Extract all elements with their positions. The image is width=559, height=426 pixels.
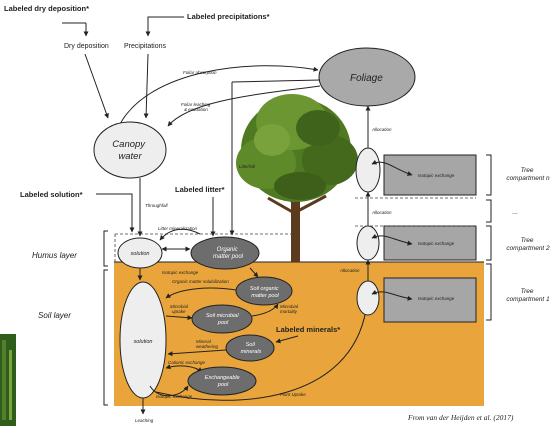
foliar-leaching-arrow: [167, 85, 321, 127]
isotopic-exchange-n-label: Isotopic exchange: [418, 173, 455, 178]
tree-compartment-n-bracket: [486, 154, 492, 196]
tree-compartment-2-label: Tree compartment 2: [506, 237, 550, 252]
leaching-label: Leaching: [135, 418, 154, 423]
tree-compartment-ellipsis: ...: [512, 209, 518, 216]
precipitations-input-label: Labeled precipitations*: [187, 12, 270, 21]
tree-compartment-dashed-link: [355, 197, 476, 227]
organic-matter-pool-label: Organic matter pool: [213, 247, 244, 260]
citation-text: From van der Heijden et al. (2017): [407, 413, 514, 422]
soil-minerals-label: Soil minerals: [241, 342, 262, 355]
microbial-mortality-label: Microbial mortality: [280, 304, 299, 314]
foliar-absorption-arrow: [119, 65, 319, 125]
microbial-mortality-arrow: [251, 303, 279, 317]
isotopic-exchange-1-label: Isotopic exchange: [418, 296, 455, 301]
labeled-minerals-label: Labeled minerals*: [276, 325, 340, 334]
isotopic-exchange-2-arrow: [371, 233, 413, 246]
allocation-label-bottom: Allocation: [339, 268, 360, 273]
plant-uptake-label: Plant Uptake: [280, 392, 306, 397]
exchangeable-pool-compartment: [187, 366, 257, 396]
allocation-label-top: Allocation: [371, 127, 392, 132]
mineral-weathering-arrow: [167, 349, 227, 357]
tree-compartment-ellipsis-bracket: [486, 199, 492, 223]
soil-minerals-compartment: [225, 334, 275, 362]
humus-layer-bracket: [103, 230, 108, 267]
precipitations-input-arrow: [145, 16, 184, 37]
foliar-leaching-label: Foliar leaching & exudation: [181, 102, 212, 112]
humus-solution-label: solution: [131, 251, 150, 257]
isotopic-exchange-1-arrow: [371, 289, 413, 301]
organic-matter-pool-compartment: [190, 236, 260, 270]
tree-illustration: [236, 94, 358, 262]
tree-compartment-1-bracket: [486, 263, 492, 321]
microbial-uptake-label: Microbial uptake: [170, 304, 189, 314]
soil-microbial-pool-label: Soil microbial pool: [206, 313, 240, 326]
exchangeable-loop-arrow: [149, 385, 189, 397]
tree-compartment-2-bracket: [486, 225, 492, 261]
exchangeable-pool-label: Exchangeable pool: [205, 375, 241, 388]
isotopic-exchange-n-arrow: [371, 159, 413, 176]
soil-solution-label: solution: [134, 339, 153, 345]
isotopic-exchange-humus-label: Isotopic exchange: [162, 270, 199, 275]
microbial-uptake-arrow: [165, 315, 193, 321]
foliage-litterfall-connector: [231, 79, 321, 83]
dry-deposition-to-canopy-arrow: [84, 53, 109, 119]
allocation-ellipse-1: [356, 280, 380, 316]
cationic-exchange-label: Cationic exchange: [168, 360, 206, 365]
isotopic-exchange-2-label: Isotopic exchange: [418, 241, 455, 246]
forest-photo-thumbnail: [0, 334, 16, 426]
allocation-ellipse-2: [356, 225, 380, 261]
labeled-solution-arrow: [96, 193, 135, 233]
organic-matter-solubilization-label: Organic matter solubilization: [172, 279, 229, 284]
precipitations-to-canopy-arrow: [143, 53, 149, 119]
labeled-minerals-arrow: [275, 335, 299, 344]
labeled-litter-label: Labeled litter*: [175, 185, 225, 194]
plant-uptake-arrow: [155, 309, 368, 401]
isotopic-exchange-soil-label: Isotopic exchange: [156, 394, 193, 399]
precipitations-text: Precipitations: [124, 43, 167, 50]
humus-layer-frame: [114, 233, 300, 262]
soil-organic-matter-pool-label: Soil organic matter pool: [250, 286, 280, 299]
foliage-label: Foliage: [350, 73, 383, 84]
tree-compartment-n-label: Tree compartment n: [506, 167, 550, 182]
tree-compartment-1-label: Tree compartment 1: [506, 288, 550, 303]
allocation-label-middle: Allocation: [371, 210, 392, 215]
organic-to-soil-organic-arrow: [249, 267, 259, 278]
allocation-ellipse-n: [355, 147, 381, 193]
canopy-water-label: Canopy water: [112, 139, 147, 162]
labeled-solution-label: Labeled solution*: [20, 190, 83, 199]
humus-layer-label: Humus layer: [32, 251, 77, 260]
mineral-weathering-label: Mineral weathering: [196, 339, 219, 349]
dry-deposition-text: Dry deposition: [64, 43, 109, 50]
soil-layer-bracket: [103, 269, 108, 406]
dry-deposition-input-label: Labeled dry deposition*: [4, 4, 89, 13]
throughfall-label: Throughfall: [145, 203, 169, 208]
litter-mineralization-arrow: [159, 228, 201, 241]
organic-matter-solubilization-arrow: [165, 287, 237, 299]
litterfall-label: Litterfall: [239, 164, 256, 169]
soil-microbial-pool-compartment: [191, 304, 253, 334]
litter-mineralization-label: Litter mineralization: [158, 226, 198, 231]
soil-organic-matter-pool-compartment: [235, 276, 293, 306]
foliar-absorption-label: Foliar absorption: [183, 70, 217, 75]
soil-layer-label: Soil layer: [38, 311, 71, 320]
canopy-water-compartment: [93, 121, 167, 179]
